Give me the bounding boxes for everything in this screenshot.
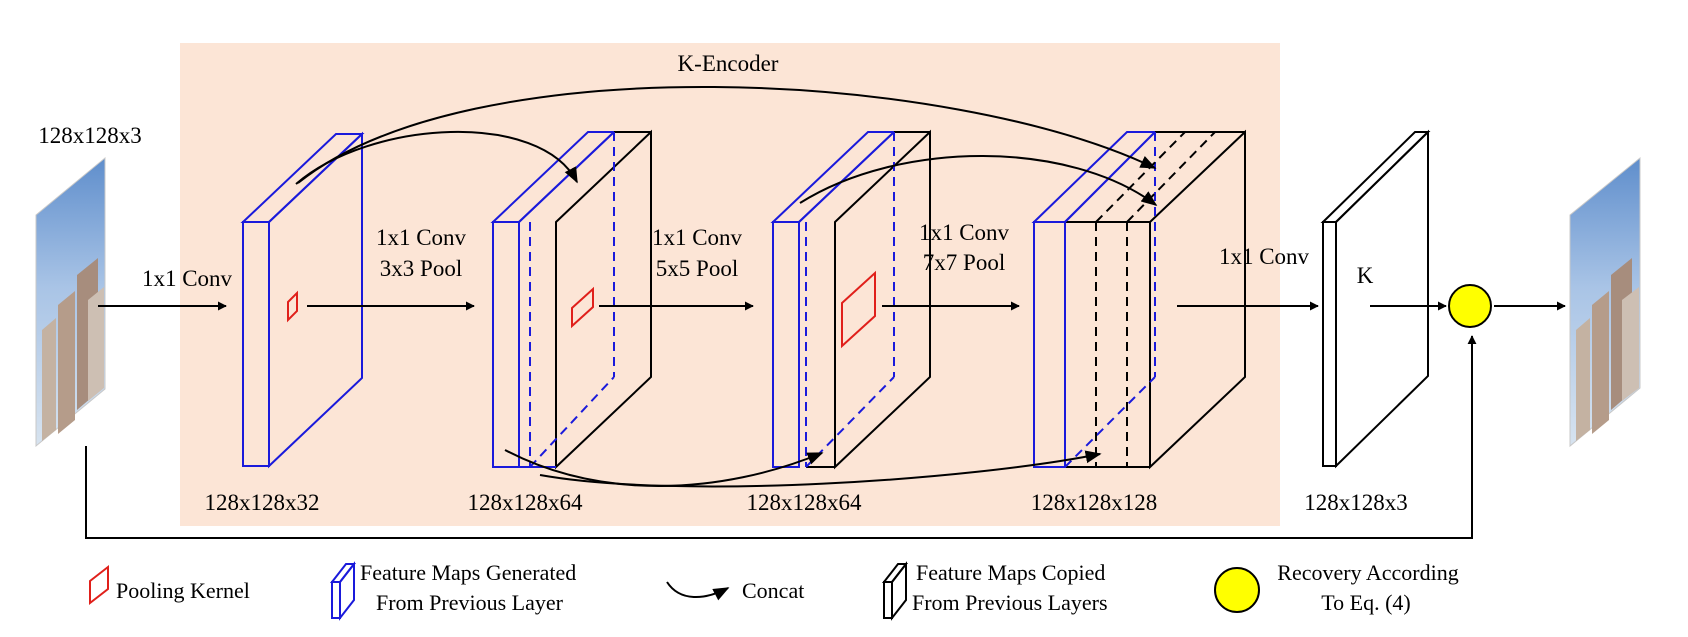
k-label: K [1357,263,1374,288]
legend-generated-line2: From Previous Layer [376,590,564,615]
conv-label-input: 1x1 Conv [142,266,233,291]
layer3-feature-map [770,129,931,470]
layer4-feature-map [1031,129,1246,470]
legend-concat-icon [666,581,730,601]
layer3-pooling-kernel [841,270,876,349]
layer1-pooling-kernel [287,290,298,323]
legend-copied-line1: Feature Maps Copied [916,560,1105,585]
k-layer-size-label: 128x128x3 [1304,490,1408,515]
skip-connection-arrow [85,335,1477,539]
layer2-pooling-kernel [571,286,594,329]
legend-recovery-line1: Recovery According [1277,560,1458,585]
legend-recovery-icon [1214,567,1260,613]
stage3-conv-label: 1x1 Conv [919,220,1010,245]
layer2-size-label: 128x128x64 [468,490,584,515]
encoder-title: K-Encoder [678,51,779,76]
encoder-background [180,43,1280,526]
output-image [1569,156,1641,448]
stage1-pool-label: 3x3 Pool [380,256,462,281]
concat-arrow-layer2-to-layer4 [539,450,1102,488]
layer1-size-label: 128x128x32 [205,490,320,515]
legend-concat-label: Concat [742,578,804,603]
legend-copied-icon [881,561,909,621]
layer1-feature-map [240,131,365,469]
concat-arrow-layer1-to-layer4 [297,85,1157,184]
layer4-size-label: 128x128x128 [1031,490,1158,515]
input-size-label: 128x128x3 [38,123,142,148]
legend-pooling-label: Pooling Kernel [116,578,250,603]
legend-copied-line2: From Previous Layers [912,590,1108,615]
legend-recovery-line2: To Eq. (4) [1321,590,1411,615]
layer3-size-label: 128x128x64 [747,490,863,515]
legend: Pooling Kernel Feature Maps Generated Fr… [89,560,1459,621]
concat-arrow-layer3-to-layer4 [799,155,1158,206]
stage2-conv-label: 1x1 Conv [652,225,743,250]
legend-generated-line1: Feature Maps Generated [360,560,576,585]
stage2-pool-label: 5x5 Pool [656,256,738,281]
conv-label-output: 1x1 Conv [1219,244,1310,269]
input-image [35,156,106,448]
stage3-pool-label: 7x7 Pool [923,250,1005,275]
stage1-conv-label: 1x1 Conv [376,225,467,250]
recovery-node [1448,284,1492,328]
k-layer-feature-map [1320,129,1431,469]
legend-pooling-icon [89,564,109,606]
legend-generated-icon [329,561,357,621]
